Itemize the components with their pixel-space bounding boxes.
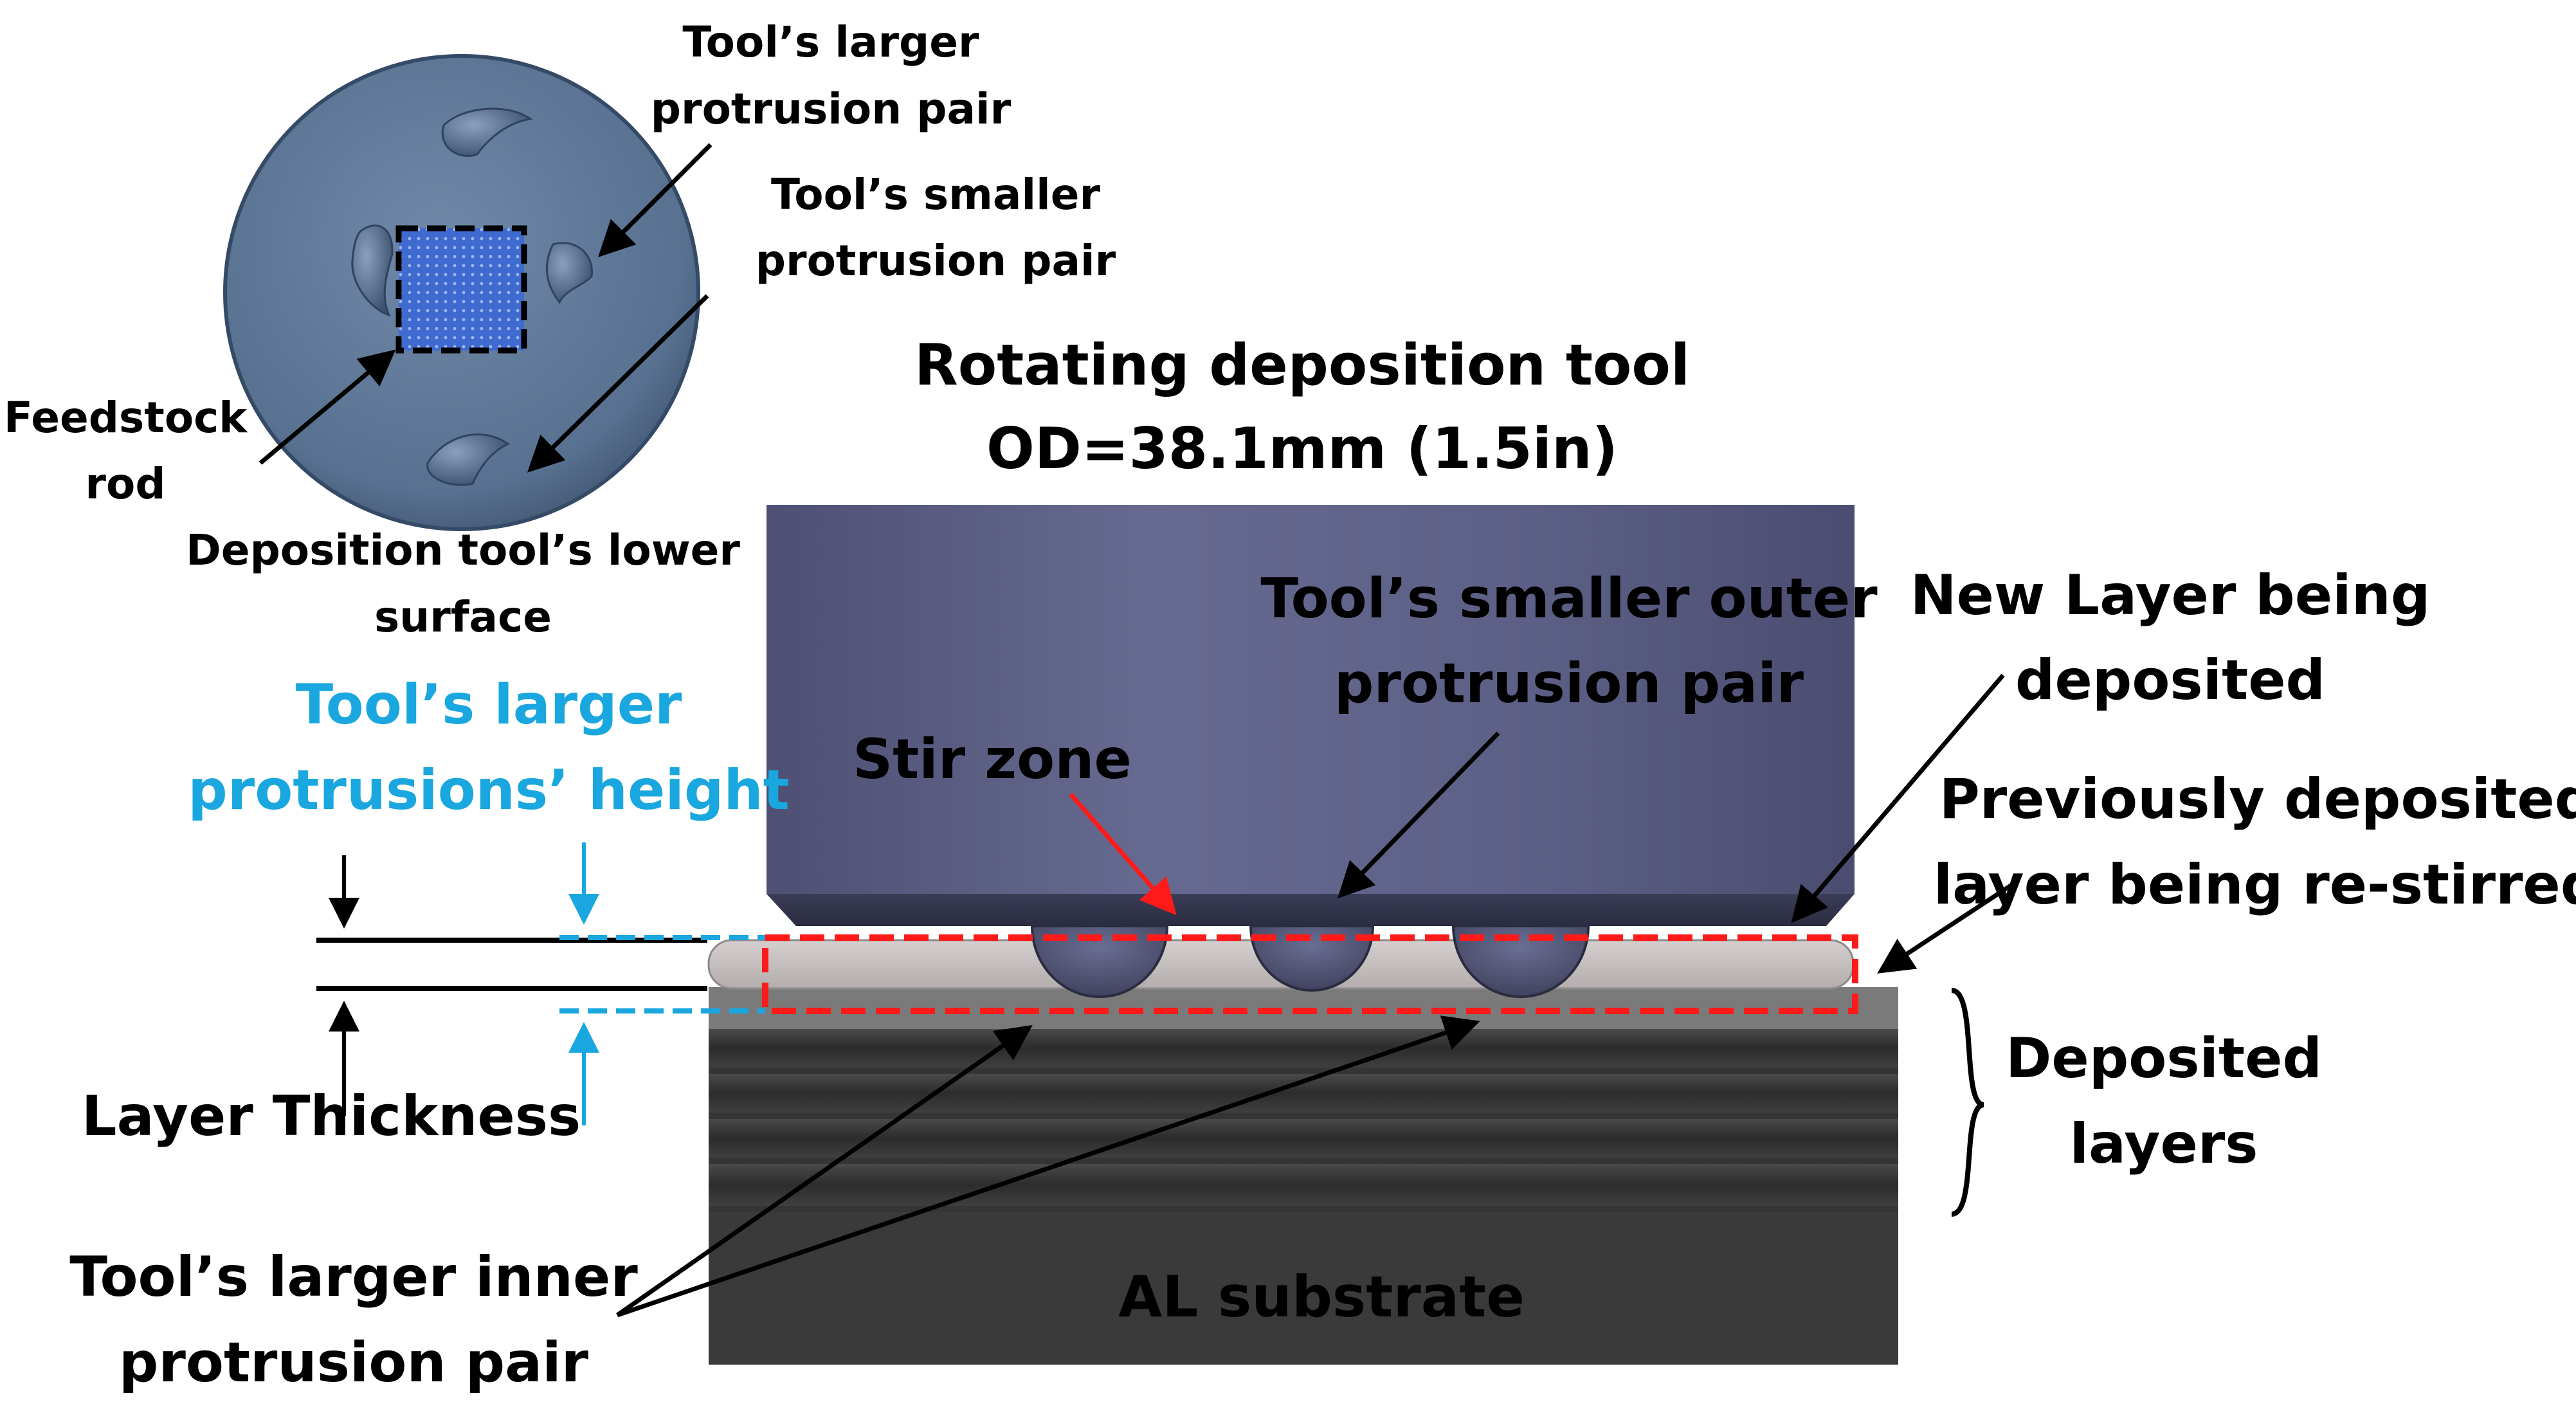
label-protrusion-height-2: protrusions’ height [188,758,790,823]
label-deposited-layers-2: layers [2070,1112,2258,1176]
label-larger-pair-top-2: protrusion pair [651,84,1011,134]
deposited-layers-block [709,987,1898,1212]
label-previous-layer-2: layer being re-stirred [1934,853,2576,917]
label-feedstock-2: rod [85,459,165,509]
label-substrate: AL substrate [1118,1264,1525,1330]
arrow-icon [259,143,2014,1318]
stir-zone-arrow [1069,792,1177,916]
label-tool-title-1: Rotating deposition tool [914,332,1690,398]
label-smaller-pair-top-2: protrusion pair [756,236,1116,286]
label-feedstock-1: Feedstock [4,393,248,442]
tool-chamfer [766,894,1855,926]
label-stir-zone: Stir zone [853,727,1132,792]
label-deposited-layers-1: Deposited [2006,1026,2322,1091]
stir-zone-box [762,934,1858,1014]
label-larger-inner-1: Tool’s larger inner [69,1245,638,1309]
label-smaller-outer-2: protrusion pair [1334,651,1804,716]
label-lower-surface-1: Deposition tool’s lower [186,525,740,575]
protrusions [1030,925,1590,998]
label-larger-inner-2: protrusion pair [119,1331,589,1395]
protrusion-height-markers [559,842,765,1125]
label-smaller-outer-1: Tool’s smaller outer [1260,567,1878,631]
curly-brace-icon [1950,988,1985,1217]
label-layer-thickness: Layer Thickness [82,1084,581,1149]
substrate-block [709,1212,1898,1365]
tool-body [766,505,1855,894]
label-smaller-pair-top-1: Tool’s smaller [771,170,1100,219]
tool-disc-image [223,54,700,531]
label-new-layer-1: New Layer being [1910,563,2431,628]
label-tool-title-2: OD=38.1mm (1.5in) [986,415,1618,482]
label-larger-pair-top-1: Tool’s larger [682,17,979,67]
label-protrusion-height-1: Tool’s larger [296,673,682,737]
layer-thickness-markers [316,855,707,1116]
label-lower-surface-2: surface [374,592,552,642]
label-previous-layer-1: Previously deposited [1939,767,2576,832]
label-new-layer-2: deposited [2015,648,2325,713]
